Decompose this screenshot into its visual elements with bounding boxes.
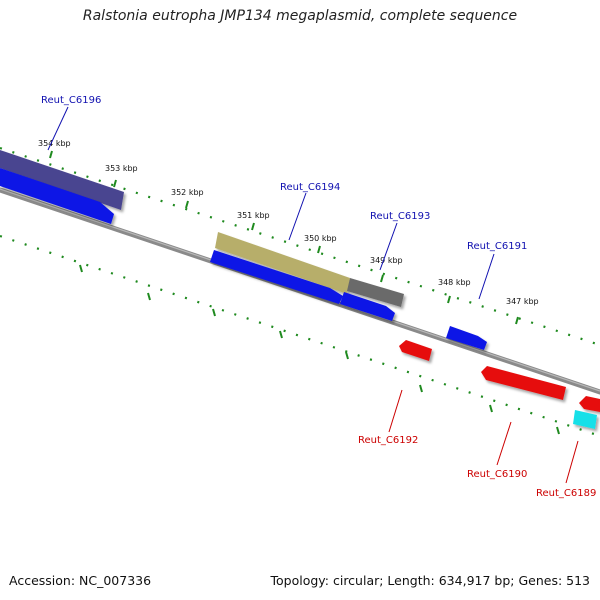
tick-label-350: 350 kbp [304,234,337,243]
tick-label-354: 354 kbp [38,139,71,148]
tick-label-351: 351 kbp [237,211,270,220]
tick-label-353: 353 kbp [105,164,138,173]
tick-label-347: 347 kbp [506,297,539,306]
gene-arrow-C6190[interactable] [481,366,566,400]
gene-arrow-C6191[interactable] [446,326,487,350]
gene-label-C6193[interactable]: Reut_C6193 [370,211,430,222]
inner-major-ticks [79,264,560,435]
gene-label-C6192[interactable]: Reut_C6192 [358,435,418,446]
gene-arrow-C6194[interactable] [210,250,343,304]
gene-label-C6189[interactable]: Reut_C6189 [536,488,596,499]
outer-tick-ring [0,146,600,347]
gene-label-C6196[interactable]: Reut_C6196 [41,95,101,106]
tick-labels: 354 kbp 353 kbp 352 kbp 351 kbp 350 kbp … [38,139,539,306]
gene-arrow-C6189-red[interactable] [579,396,600,412]
inner-tick-ring [0,234,600,438]
gene-arrow-C6192[interactable] [399,340,432,361]
map-title: Ralstonia eutropha JMP134 megaplasmid, c… [82,8,518,24]
forward-leader-lines [47,106,495,300]
major-ticks [49,150,519,325]
feature-gray-C6193[interactable] [347,278,404,307]
feature-purple-C6196[interactable] [0,150,124,210]
tick-label-352: 352 kbp [171,188,204,197]
gene-arrow-C6196[interactable] [0,168,114,224]
gene-label-C6191[interactable]: Reut_C6191 [467,241,527,252]
gene-label-C6194[interactable]: Reut_C6194 [280,182,340,193]
accession-text: Accession: NC_007336 [9,573,152,588]
gene-arrow-C6193[interactable] [340,292,395,321]
tick-label-349: 349 kbp [370,256,403,265]
topology-text: Topology: circular; Length: 634,917 bp; … [270,573,591,588]
feature-cyan-C6189[interactable] [573,410,597,429]
feature-olive-C6194[interactable] [215,232,350,294]
reverse-leader-lines [388,389,579,484]
gene-label-C6190[interactable]: Reut_C6190 [467,469,527,480]
tick-label-348: 348 kbp [438,278,471,287]
